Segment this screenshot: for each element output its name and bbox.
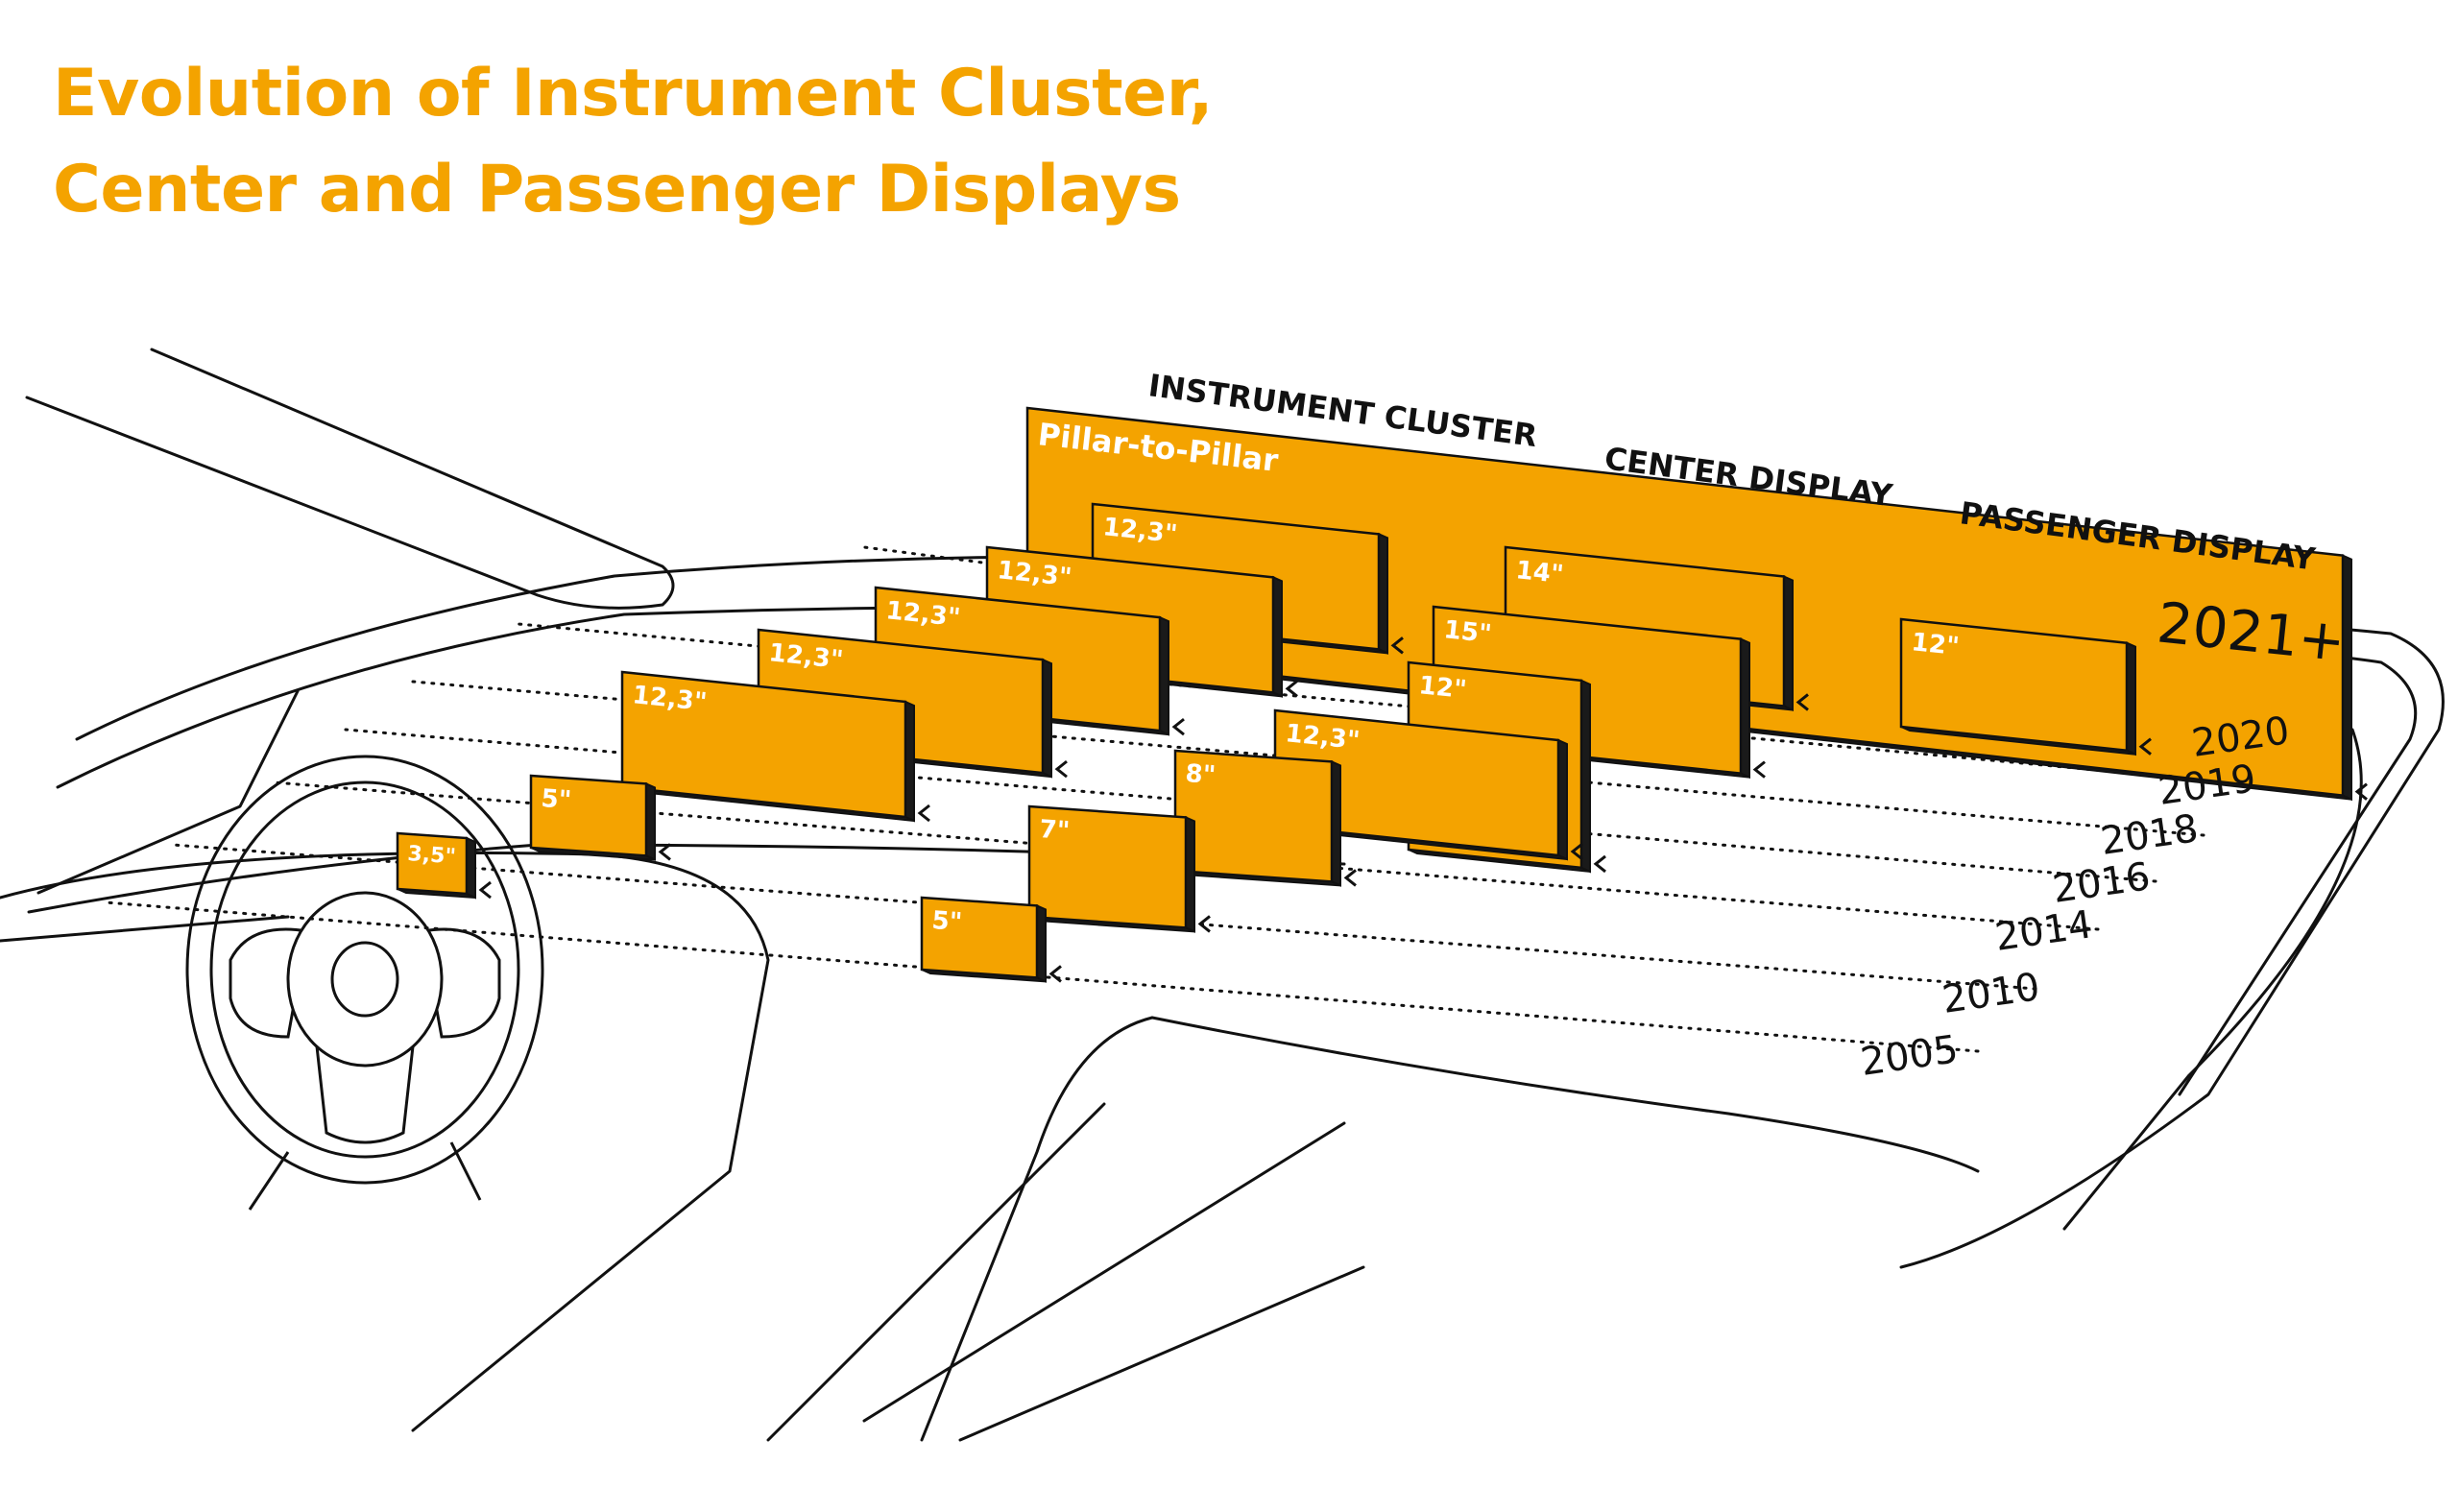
display-side <box>1185 815 1195 933</box>
steering-column <box>248 1141 482 1211</box>
display-face <box>1027 804 1188 929</box>
center-console-left <box>920 1016 1154 1442</box>
display-panel: 7" <box>1027 804 1211 933</box>
display-size-label: 12" <box>1910 628 1961 661</box>
display-face <box>920 896 1039 979</box>
display-size-label: 5" <box>541 784 573 815</box>
chevron-left-icon <box>1593 854 1606 874</box>
year-label-2005: 2005 <box>1858 1027 1961 1085</box>
left-pillar-base <box>36 689 300 895</box>
right-vent-line <box>2062 728 2363 1231</box>
chevron-left-icon <box>1048 965 1062 983</box>
display-face <box>529 774 648 857</box>
chevron-left-icon <box>1570 842 1583 861</box>
display-side <box>1159 615 1169 736</box>
display-size-label: 7" <box>1039 815 1072 846</box>
display-panel: 5" <box>920 896 1062 983</box>
display-side <box>1783 574 1794 712</box>
display-size-label: 12" <box>1417 671 1468 705</box>
chevron-left-icon <box>917 804 930 823</box>
floor-line <box>958 1265 1365 1442</box>
chevron-left-icon <box>1752 760 1766 779</box>
title-line-2: Center and Passenger Displays <box>53 152 1181 228</box>
year-label-2016: 2016 <box>2050 854 2153 912</box>
a-pillar <box>25 348 675 610</box>
diagram-title: Evolution of Instrument Cluster, Center … <box>53 46 1214 238</box>
display-face <box>1899 617 2129 753</box>
display-face <box>620 670 907 819</box>
chevron-left-icon <box>1171 717 1185 736</box>
chevron-left-icon <box>658 843 671 861</box>
display-side <box>466 836 476 900</box>
display-size-label: 15" <box>1442 615 1493 649</box>
display-side <box>1272 575 1283 698</box>
left-door-line <box>0 851 770 1432</box>
chevron-left-icon <box>1197 915 1211 933</box>
chevron-left-icon <box>1285 680 1298 698</box>
chevron-left-icon <box>1343 869 1357 887</box>
steering-wheel-rim-outer <box>185 755 544 1185</box>
display-face <box>396 831 469 896</box>
display-size-label: 3,5" <box>407 842 457 869</box>
display-side <box>1331 759 1341 887</box>
display-side <box>904 700 915 823</box>
display-side <box>1378 532 1388 655</box>
year-line-2005 <box>104 900 1980 1053</box>
display-panel: 8" <box>1173 749 1357 887</box>
display-side <box>1042 658 1052 779</box>
display-side <box>1580 679 1591 874</box>
steering-wheel-emblem <box>330 941 399 1018</box>
year-label-2014: 2014 <box>1992 902 2095 960</box>
display-side <box>1557 738 1568 861</box>
display-side <box>1036 903 1047 983</box>
chevron-left-icon <box>2138 737 2152 756</box>
display-side <box>645 781 656 861</box>
center-console-top <box>1150 1016 1980 1173</box>
display-size-label: 14" <box>1514 556 1565 589</box>
year-label-2010: 2010 <box>1940 965 2042 1022</box>
chevron-left-icon <box>1795 693 1809 711</box>
display-size-label: 8" <box>1185 759 1217 790</box>
steering-wheel-rim-inner <box>209 780 520 1159</box>
display-panel: 12,3" <box>620 670 930 823</box>
display-panel: 3,5" <box>396 831 492 900</box>
display-size-label: 5" <box>931 906 964 937</box>
chevron-left-icon <box>1054 759 1068 779</box>
steering-wheel-hub <box>286 891 444 1068</box>
display-side <box>2342 554 2352 802</box>
display-panel: 12" <box>1899 617 2152 756</box>
display-side <box>1740 637 1750 780</box>
left-door-trim <box>0 915 290 943</box>
display-side <box>2126 641 2136 756</box>
glovebox-line <box>766 1102 1106 1442</box>
chevron-left-icon <box>1390 636 1404 655</box>
chevron-left-icon <box>2354 782 2368 801</box>
display-panel: 5" <box>529 774 671 861</box>
year-label-2018: 2018 <box>2098 806 2201 864</box>
steering-wheel <box>185 755 544 1211</box>
chevron-left-icon <box>478 880 492 900</box>
displays-layer: Pillar-to-Pillar12,3"14"12"12,3"15"12,3"… <box>396 406 2368 983</box>
console-lower <box>862 1121 1346 1423</box>
title-line-1: Evolution of Instrument Cluster, <box>53 56 1214 132</box>
